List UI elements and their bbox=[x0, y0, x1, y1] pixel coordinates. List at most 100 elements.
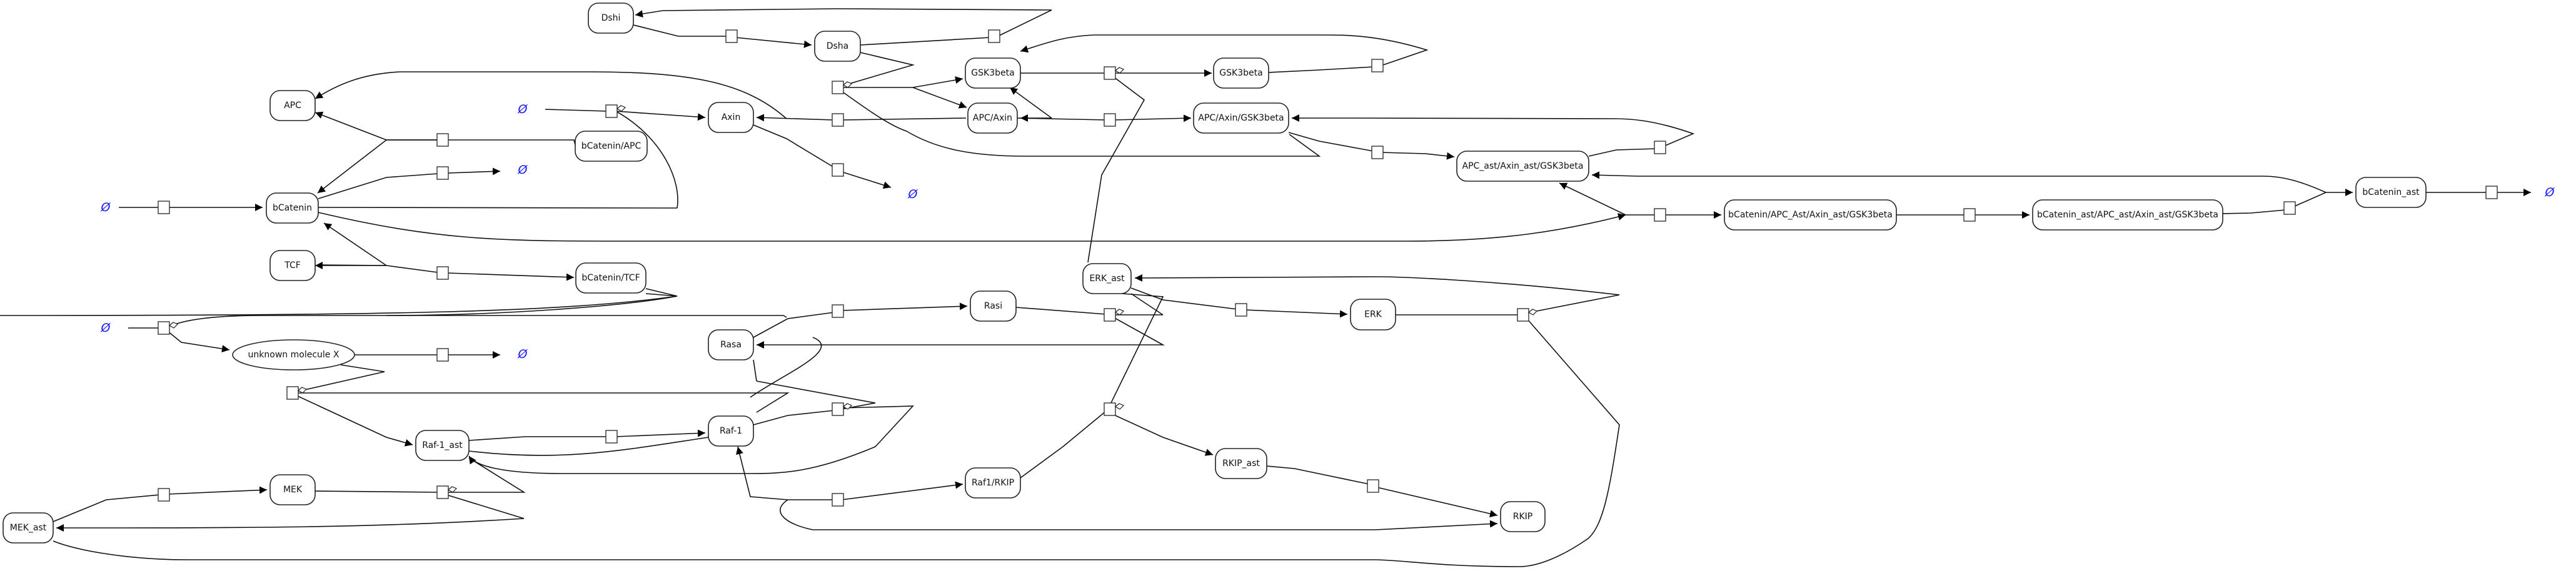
species-node-bcatenin-ast[interactable]: bCatenin_ast bbox=[2355, 177, 2427, 208]
species-node-axin[interactable]: Axin bbox=[708, 102, 754, 133]
modifier-diamond-icon bbox=[447, 486, 458, 493]
reaction-node-r_bcat_tcf[interactable] bbox=[436, 266, 449, 280]
modifier-diamond-icon bbox=[842, 403, 853, 410]
reaction-node-r_dsha_dshi[interactable] bbox=[988, 29, 1000, 43]
reaction-edge bbox=[635, 8, 1052, 37]
modifier-diamond-icon bbox=[297, 387, 308, 394]
reaction-node-r_ras_deact[interactable] bbox=[1104, 308, 1116, 322]
species-node-gsk3beta-1[interactable]: GSK3beta bbox=[965, 57, 1021, 89]
species-node-gsk3beta-2[interactable]: GSK3beta bbox=[1213, 57, 1269, 89]
reaction-node-r_raf1_act_x[interactable] bbox=[286, 386, 299, 400]
reaction-node-r_apcast_form[interactable] bbox=[1371, 146, 1384, 159]
species-node-apc-axin-gsk3beta[interactable]: APC/Axin/GSK3beta bbox=[1193, 102, 1289, 134]
reaction-node-r_erk_deact[interactable] bbox=[1517, 308, 1529, 322]
reaction-node-r_release[interactable] bbox=[2283, 201, 2296, 215]
reaction-node-r_bcat_apc[interactable] bbox=[436, 133, 449, 147]
species-node-shape bbox=[1456, 151, 1589, 182]
reaction-node-r_raf_act[interactable] bbox=[832, 402, 844, 416]
reaction-node-r_raf_rkip[interactable] bbox=[832, 493, 844, 507]
reaction-edge bbox=[780, 499, 1498, 530]
reaction-node-r_complex_form[interactable] bbox=[1104, 66, 1116, 80]
species-label: APC/Axin bbox=[973, 113, 1012, 123]
reaction-node-r_x_degr[interactable] bbox=[436, 348, 449, 362]
species-node-raf1-ast[interactable]: Raf-1_ast bbox=[415, 430, 470, 461]
reaction-node-r_axin_apc[interactable] bbox=[832, 113, 844, 127]
reaction-edge bbox=[386, 139, 576, 146]
reaction-node-r_bcat_bind[interactable] bbox=[1654, 208, 1666, 222]
reaction-node-r_gsk_release[interactable] bbox=[832, 81, 844, 94]
species-node-erk[interactable]: ERK bbox=[1350, 299, 1396, 330]
reaction-node-r_bcat_degr[interactable] bbox=[436, 166, 449, 180]
reaction-node-r_gsk_loop[interactable] bbox=[1371, 59, 1384, 72]
empty-set-icon: Ø bbox=[908, 187, 918, 201]
reaction-node-r_rkip_deph[interactable] bbox=[1367, 479, 1379, 493]
species-node-shape bbox=[708, 329, 754, 360]
reaction-edge bbox=[296, 364, 385, 392]
reaction-edge bbox=[1288, 132, 1374, 152]
species-node-x[interactable]: unknown molecule X bbox=[232, 339, 355, 370]
reaction-edge bbox=[753, 359, 757, 382]
reaction-edge bbox=[1130, 287, 1238, 310]
species-node-mek-ast[interactable]: MEK_ast bbox=[3, 512, 54, 544]
reaction-node-r_dshi_dsha[interactable] bbox=[725, 29, 738, 43]
species-node-raf1[interactable]: Raf-1 bbox=[708, 415, 754, 447]
species-node-rasi[interactable]: Rasi bbox=[970, 290, 1017, 322]
species-node-shape bbox=[575, 131, 648, 162]
species-node-dsha[interactable]: Dsha bbox=[814, 31, 861, 62]
species-node-shape bbox=[965, 57, 1021, 89]
species-node-shape bbox=[1350, 299, 1396, 330]
species-node-mek[interactable]: MEK bbox=[269, 474, 316, 505]
reaction-edge bbox=[447, 167, 501, 176]
reaction-node-r_x_synth[interactable] bbox=[158, 321, 170, 335]
reaction-edge bbox=[1020, 410, 1107, 479]
reaction-edge bbox=[847, 52, 915, 85]
species-node-shape bbox=[708, 102, 754, 133]
reaction-node-r_ras_act[interactable] bbox=[832, 304, 844, 318]
species-label: bCatenin/APC bbox=[581, 141, 641, 151]
reaction-node-r_apc_axin_gsk[interactable] bbox=[1104, 113, 1116, 127]
species-node-apc[interactable]: APC bbox=[269, 90, 316, 121]
species-node-bcateninast-apcast-complex[interactable]: bCatenin_ast/APC_ast/Axin_ast/GSK3beta bbox=[2032, 199, 2223, 231]
reaction-node-r_mek_act[interactable] bbox=[158, 488, 170, 502]
species-label: TCF bbox=[284, 261, 301, 271]
species-node-apcast-axinast-gsk3beta[interactable]: APC_ast/Axin_ast/GSK3beta bbox=[1456, 151, 1589, 182]
reaction-edge bbox=[468, 437, 709, 456]
species-node-bcatenin-apcast-complex[interactable]: bCatenin/APC_Ast/Axin_ast/GSK3beta bbox=[1724, 199, 1897, 231]
species-label: GSK3beta bbox=[971, 68, 1014, 78]
species-node-shape bbox=[708, 415, 754, 447]
reaction-edge bbox=[318, 173, 438, 199]
species-node-raf1-rkip[interactable]: Raf1/RKIP bbox=[965, 467, 1021, 499]
species-node-shape bbox=[232, 339, 355, 370]
reaction-node-r_erk_act[interactable] bbox=[1235, 303, 1247, 317]
reaction-node-r_raf_deact[interactable] bbox=[605, 430, 618, 444]
species-node-bcatenin-tcf[interactable]: bCatenin/TCF bbox=[575, 262, 647, 294]
species-node-rkip[interactable]: RKIP bbox=[1500, 501, 1546, 532]
species-node-tcf[interactable]: TCF bbox=[269, 250, 316, 281]
species-node-dshi[interactable]: Dshi bbox=[588, 2, 634, 34]
reaction-edge bbox=[841, 91, 1321, 157]
species-node-shape bbox=[415, 430, 470, 461]
reaction-edge bbox=[167, 330, 230, 353]
reaction-edge bbox=[753, 312, 835, 338]
reaction-node-r_mek_deact[interactable] bbox=[436, 485, 449, 499]
reaction-node-r_bcatast_degr[interactable] bbox=[2485, 186, 2498, 199]
reaction-node-r_rkip_bind[interactable] bbox=[1104, 402, 1116, 416]
reaction-edge bbox=[841, 171, 892, 189]
reaction-node-r_phos[interactable] bbox=[1963, 208, 1976, 222]
empty-set-icon: Ø bbox=[101, 201, 111, 214]
species-label: APC bbox=[284, 101, 301, 111]
species-node-bcatenin-apc[interactable]: bCatenin/APC bbox=[575, 131, 648, 162]
species-node-bcatenin[interactable]: bCatenin bbox=[266, 192, 319, 224]
reaction-edge bbox=[2293, 189, 2353, 207]
species-node-rkip-ast[interactable]: RKIP_ast bbox=[1215, 448, 1267, 479]
species-node-apc-axin[interactable]: APC/Axin bbox=[967, 102, 1018, 134]
reaction-edge bbox=[323, 222, 387, 266]
species-label: bCatenin_ast bbox=[2362, 187, 2420, 197]
reaction-node-r_axin_degr[interactable] bbox=[832, 163, 844, 177]
species-node-rasa[interactable]: Rasa bbox=[708, 329, 754, 360]
reaction-node-r_axin_synth[interactable] bbox=[605, 104, 618, 118]
reaction-node-r_bcat_synth[interactable] bbox=[158, 201, 170, 214]
reaction-node-r_apcast_back[interactable] bbox=[1654, 141, 1666, 154]
species-node-erk-ast[interactable]: ERK_ast bbox=[1082, 263, 1132, 294]
reaction-edge bbox=[1268, 66, 1374, 73]
